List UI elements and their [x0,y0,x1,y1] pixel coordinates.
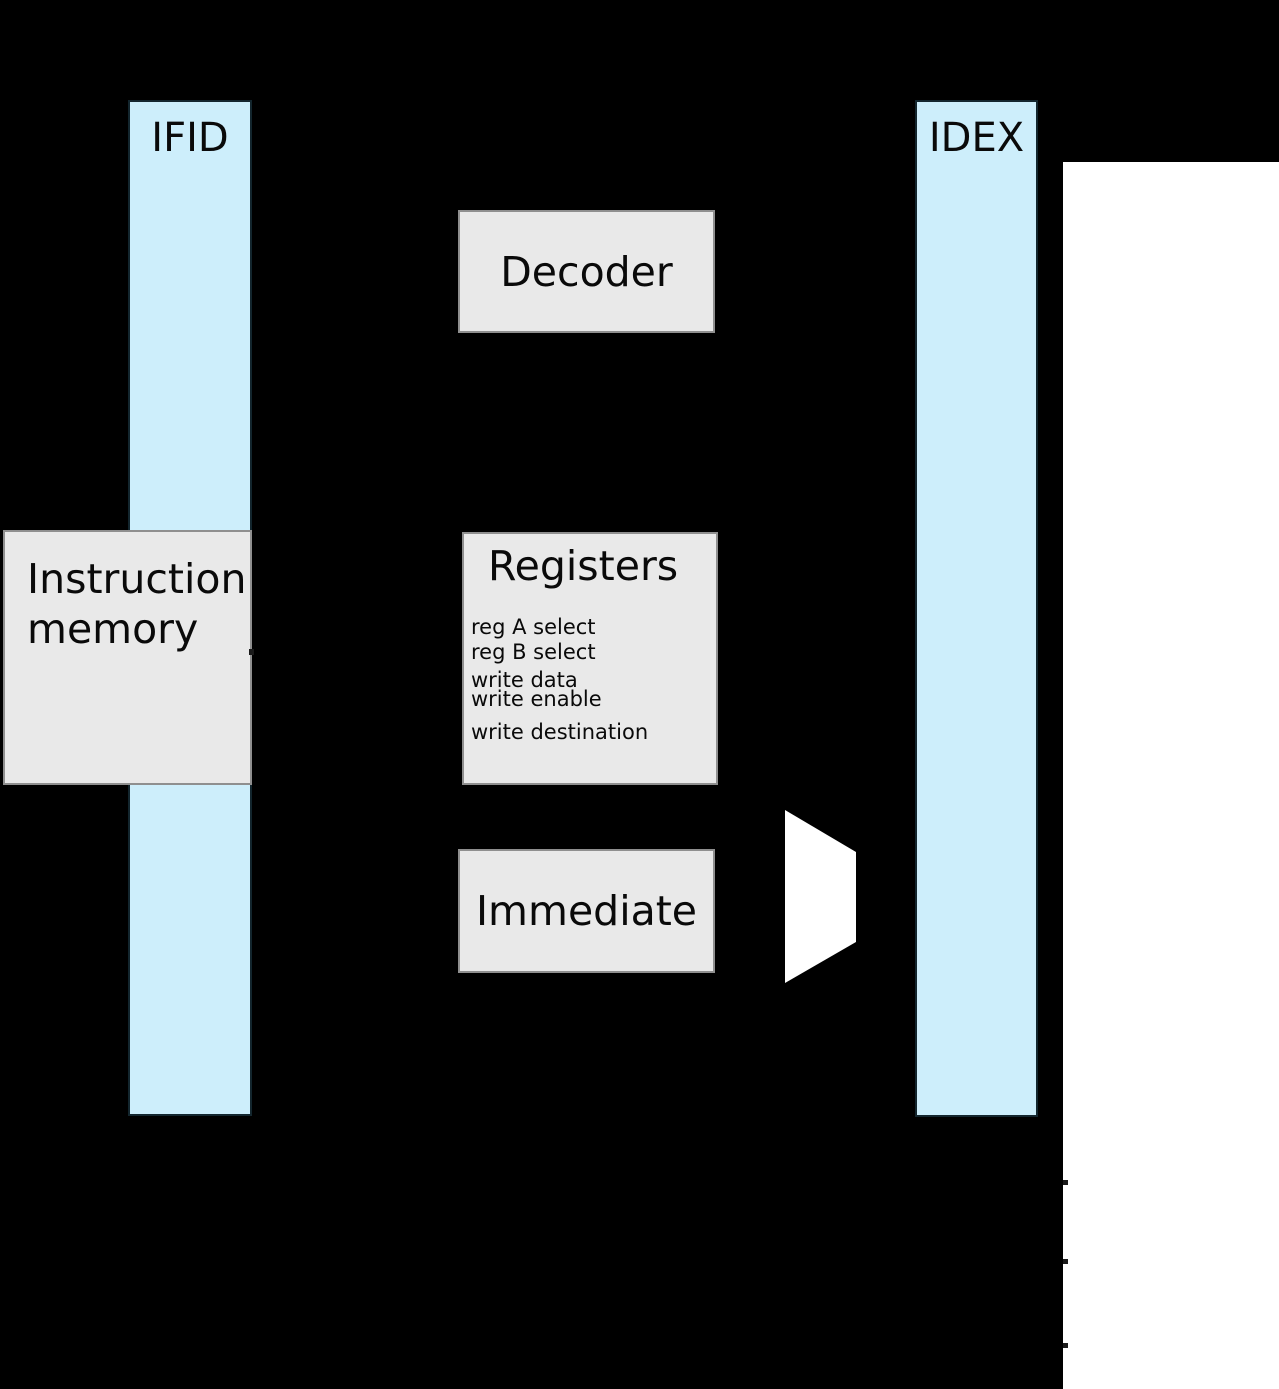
ifid-label: IFID [151,115,229,161]
instruction-memory-line2: memory [27,605,199,653]
immediate-box: Immediate [458,849,715,973]
immediate-label: Immediate [475,887,698,935]
wire-stub-2 [1063,1259,1068,1264]
port-write-data: write data [471,668,578,692]
wire-stub-4 [249,649,254,655]
port-write-enable: write enable [471,687,602,711]
decoder-label: Decoder [500,247,673,296]
port-reg-b-select: reg B select [471,640,596,664]
wire-stub-3 [1063,1343,1068,1348]
instruction-memory-line1: Instruction [27,555,247,603]
idex-label: IDEX [928,115,1025,161]
instruction-memory-box: Instruction memory [3,530,252,785]
decoder-box: Decoder [458,210,715,333]
pipeline-register-idex: IDEX [915,100,1038,1117]
port-reg-a-select: reg A select [471,615,596,639]
side-panel [1063,162,1279,1389]
wire-stub-1 [1063,1180,1068,1185]
port-write-destination: write destination [471,720,649,744]
multiplexer-shape [785,810,856,983]
instruction-memory-label: Instruction memory [5,532,250,654]
registers-box: Registers reg A select reg B select writ… [462,532,718,785]
registers-title: Registers [488,542,679,590]
